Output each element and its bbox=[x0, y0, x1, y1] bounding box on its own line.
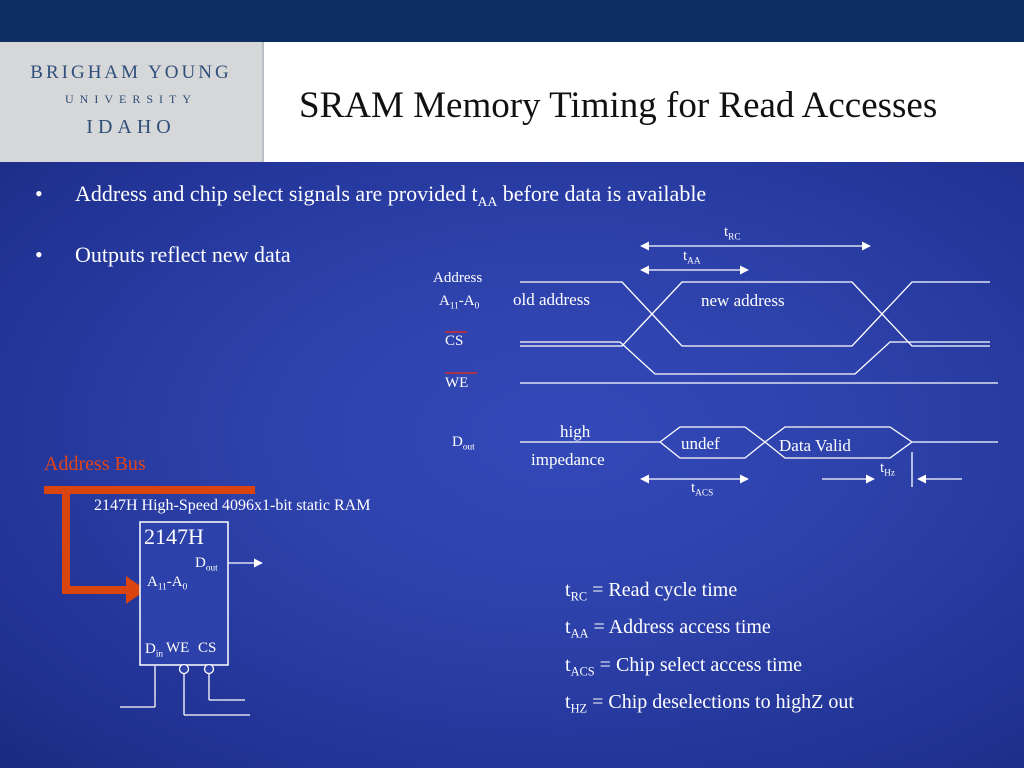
cs-label: CS bbox=[445, 333, 464, 349]
cs-bubble bbox=[203, 663, 215, 675]
title-area: SRAM Memory Timing for Read Accesses bbox=[264, 42, 1024, 162]
bullet-1: Address and chip select signals are prov… bbox=[75, 181, 706, 210]
old-address-label: old address bbox=[513, 290, 590, 309]
chip-address-label: A11-A0 bbox=[147, 574, 188, 593]
we-bubble bbox=[178, 663, 190, 675]
bullet-2: Outputs reflect new data bbox=[75, 242, 291, 267]
address-range-label: A11-A0 bbox=[439, 293, 480, 312]
chip-body bbox=[139, 521, 229, 666]
definition-tacs: tACS = Chip select access time bbox=[565, 653, 802, 678]
chip-name: 2147H bbox=[144, 524, 204, 549]
undef-label: undef bbox=[681, 434, 720, 453]
thz-label: tHz bbox=[880, 460, 896, 479]
slide-title: SRAM Memory Timing for Read Accesses bbox=[299, 85, 938, 126]
new-address-label: new address bbox=[701, 291, 785, 310]
data-valid-label: Data Valid bbox=[779, 436, 851, 455]
slide-body: • Address and chip select signals are pr… bbox=[0, 162, 1024, 768]
dout-waveform bbox=[520, 426, 998, 459]
chip-din-label: Din bbox=[145, 641, 164, 660]
address-bus-arrow bbox=[44, 486, 255, 594]
definition-thz: tHZ = Chip deselections to highZ out bbox=[565, 690, 854, 716]
we-label: WE bbox=[445, 375, 469, 391]
university-logo: BRIGHAM YOUNG UNIVERSITY IDAHO bbox=[0, 42, 264, 162]
logo-line-3: IDAHO bbox=[86, 116, 176, 138]
bullet-dot-2: • bbox=[35, 242, 43, 267]
bullet-1-text-end: before data is available bbox=[497, 181, 707, 206]
chip-caption: 2147H High-Speed 4096x1-bit static RAM bbox=[94, 497, 371, 514]
trc-label: tRC bbox=[724, 224, 741, 243]
bullet-1-subscript: AA bbox=[477, 193, 498, 209]
chip-dout-label: Dout bbox=[195, 555, 218, 574]
definition-taa: tAA = Address access time bbox=[565, 616, 771, 641]
definitions-list: tRC = Read cycle time tAA = Address acce… bbox=[565, 575, 854, 724]
impedance-label: impedance bbox=[531, 450, 605, 469]
top-bar bbox=[0, 0, 1024, 42]
logo-line-2: UNIVERSITY bbox=[65, 92, 197, 106]
taa-label: tAA bbox=[683, 248, 701, 267]
dout-label: Dout bbox=[452, 434, 475, 453]
bullet-dot-1: • bbox=[35, 181, 43, 206]
address-waveform bbox=[520, 281, 990, 347]
bullet-1-text: Address and chip select signals are prov… bbox=[75, 181, 478, 206]
logo-line-1: BRIGHAM YOUNG bbox=[30, 62, 232, 83]
address-bus-arrowhead bbox=[126, 576, 146, 604]
chip-cs-label: CS bbox=[198, 640, 217, 656]
address-label: Address bbox=[433, 270, 483, 286]
definition-trc: tRC = Read cycle time bbox=[565, 579, 738, 604]
cs-waveform bbox=[520, 341, 990, 375]
high-label: high bbox=[560, 422, 591, 441]
chip-we-label: WE bbox=[166, 640, 190, 656]
address-bus-label: Address Bus bbox=[44, 453, 146, 475]
timing-diagram bbox=[44, 241, 998, 716]
tacs-label: tACS bbox=[691, 480, 714, 499]
